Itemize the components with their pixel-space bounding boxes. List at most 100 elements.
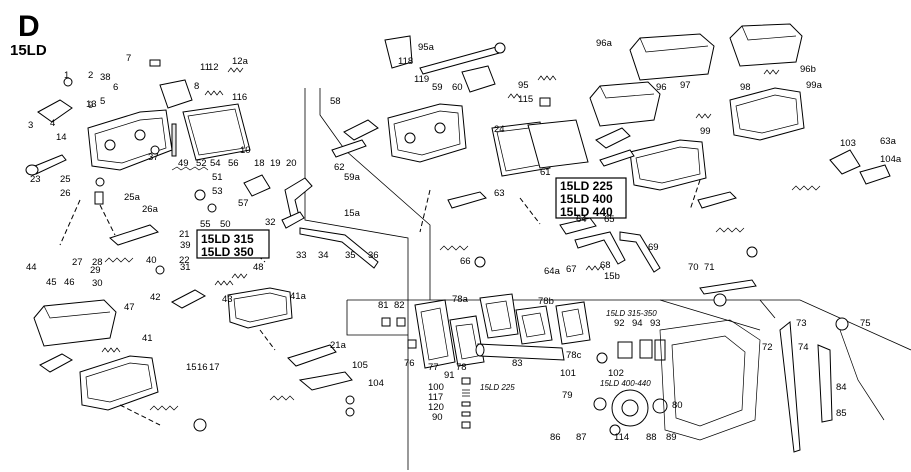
callout-label: 29: [90, 265, 101, 276]
callout-label: 71: [704, 262, 715, 273]
model-box-315-350: 15LD 315 15LD 350: [196, 229, 270, 259]
callout-label: 44: [26, 262, 37, 273]
callout-label: 11: [200, 62, 210, 73]
callout-label: 103: [840, 138, 856, 149]
callout-label: 19: [270, 158, 281, 169]
callout-label: 55: [200, 219, 211, 230]
callout-label: 80: [672, 400, 683, 411]
callout-label: 67: [566, 264, 577, 275]
callout-label: 78c: [566, 350, 582, 361]
callout-label: 87: [576, 432, 587, 443]
callout-label: 104a: [880, 154, 902, 165]
callout-label: 69: [648, 242, 659, 253]
callout-label: 28: [92, 257, 103, 268]
lower-center-assembly: [381, 293, 885, 453]
callout-label: 12a: [232, 56, 249, 67]
callout-label: 26: [60, 188, 71, 199]
model-box-line: 15LD 350: [201, 245, 254, 259]
callout-label: 102: [608, 368, 624, 379]
section-letter: D: [18, 10, 40, 43]
callout-label: 2: [88, 70, 93, 81]
callout-label: 6: [113, 82, 118, 93]
callout-label: 73: [796, 318, 807, 329]
model-box-line: 15LD 400: [560, 192, 613, 206]
callout-label: 38: [100, 72, 111, 83]
callout-label: 26a: [142, 204, 159, 215]
callout-label: 60: [452, 82, 463, 93]
callout-label: 68: [600, 260, 611, 271]
callout-label: 27: [72, 257, 83, 268]
callout-label: 15a: [344, 208, 361, 219]
callout-label: 117: [428, 392, 443, 403]
callout-label: 72: [762, 342, 773, 353]
callout-label: 51: [212, 172, 223, 183]
callout-label: 43: [222, 294, 233, 305]
callout-label: 89: [666, 432, 677, 443]
callout-label: 3: [28, 120, 33, 131]
callout-label: 90: [432, 412, 443, 423]
callout-label: 74: [798, 342, 809, 353]
right-assembly: [589, 23, 891, 307]
callout-label: 97: [680, 80, 691, 91]
callout-label: 81: [378, 300, 389, 311]
callout-label: 96a: [596, 38, 613, 49]
callout-label: 100: [428, 382, 444, 393]
callout-label: 88: [646, 432, 657, 443]
callout-label: 62: [334, 162, 345, 173]
callout-label: 35: [345, 250, 356, 261]
callout-label: 95a: [418, 42, 435, 53]
callout-label: 41: [142, 333, 153, 344]
callout-label: 56: [228, 158, 239, 169]
callout-label: 50: [220, 219, 231, 230]
callout-label: 39: [180, 240, 191, 251]
callout-label: 59: [432, 82, 443, 93]
callout-label: 99a: [806, 80, 823, 91]
callout-label: 21a: [330, 340, 347, 351]
center-assembly: [331, 35, 661, 273]
callout-label: 31: [180, 262, 191, 273]
callout-label: 61: [540, 167, 551, 178]
callout-label: 52: [196, 158, 207, 169]
callout-label: 65: [604, 214, 615, 225]
callout-label: 70: [688, 262, 699, 273]
callout-label: 15: [186, 362, 197, 373]
callout-label: 30: [92, 278, 103, 289]
callout-label: 115: [518, 94, 533, 105]
callout-label: 12: [208, 62, 219, 73]
callout-label: 85: [836, 408, 847, 419]
callout-label: 118: [398, 56, 413, 67]
note-315-350: 15LD 315-350: [606, 309, 657, 318]
callout-label: 78b: [538, 296, 554, 307]
callout-label: 46: [64, 277, 75, 288]
callout-label: 59a: [344, 172, 361, 183]
callout-label: 36: [368, 250, 379, 261]
callout-label: 82: [394, 300, 405, 311]
callout-label: 114: [614, 432, 629, 443]
callout-label: 45: [46, 277, 57, 288]
callout-label: 47: [124, 302, 135, 313]
note-400-440: 15LD 400-440: [600, 379, 651, 388]
callout-label: 10: [240, 145, 251, 156]
engine-model: 15LD: [10, 42, 47, 59]
callout-label: 91: [444, 370, 455, 381]
callout-label: 17: [209, 362, 220, 373]
callout-label: 32: [265, 217, 276, 228]
callout-label: 99: [700, 126, 711, 137]
callout-label: 93: [650, 318, 661, 329]
callout-label: 84: [836, 382, 847, 393]
callout-label: 66: [460, 256, 471, 267]
model-box-225-400-440: 15LD 225 15LD 400 15LD 440: [555, 177, 627, 219]
callout-label: 92: [614, 318, 625, 329]
callout-label: 7: [126, 53, 131, 64]
callout-label: 40: [146, 255, 157, 266]
model-box-line: 15LD 315: [201, 232, 254, 246]
callout-label: 23: [30, 174, 41, 185]
callout-label: 18: [254, 158, 265, 169]
callout-label: 119: [414, 74, 429, 85]
model-box-line: 15LD 225: [560, 179, 613, 193]
callout-label: 94: [632, 318, 643, 329]
callout-label: 64: [576, 214, 587, 225]
model-box-line: 15LD 440: [560, 205, 613, 219]
callout-label: 57: [238, 198, 249, 209]
